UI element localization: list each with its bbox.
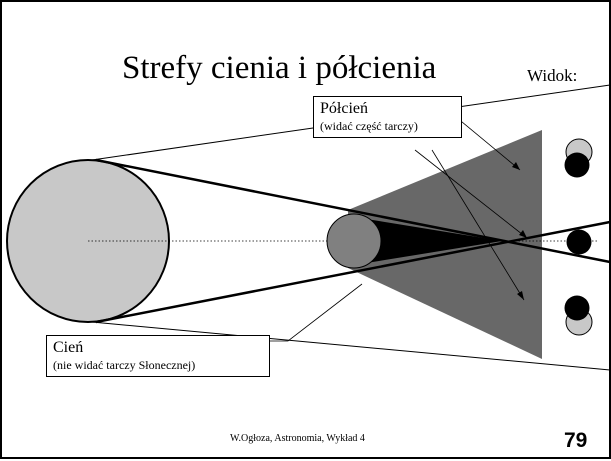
view-total-dark-disc: [566, 229, 592, 255]
penumbra-callout: Półcień (widać część tarczy): [313, 96, 462, 138]
view-label: Widok:: [527, 66, 578, 85]
umbra-note: (nie widać tarczy Słonecznej): [53, 357, 196, 372]
umbra-callout: Cień (nie widać tarczy Słonecznej): [46, 335, 270, 377]
view-partial-top: [564, 138, 593, 178]
penumbra-label: Półcień: [320, 100, 368, 117]
view-total: [566, 229, 592, 255]
pointer-umbra: [260, 283, 363, 342]
pointer-penumbra-3-head: [517, 291, 524, 300]
moon-disc: [326, 213, 382, 269]
pointer-penumbra-1-head: [512, 162, 520, 170]
view-partial-bottom-dark-disc: [564, 295, 590, 321]
footer-credit: W.Ogłoza, Astronomia, Wykład 4: [230, 433, 365, 444]
outer-ray-top: [95, 158, 611, 264]
view-partial-bottom: [564, 295, 593, 336]
umbra-label: Cień: [53, 339, 84, 356]
penumbra-note: (widać część tarczy): [320, 118, 418, 133]
pointer-penumbra-2: [414, 149, 528, 239]
page-number: 79: [564, 429, 588, 452]
pointer-penumbra-2-head: [519, 230, 527, 238]
slide-title: Strefy cienia i półcienia: [122, 50, 437, 86]
outer-ray-bottom: [95, 220, 611, 324]
inner-ray-bottom: [91, 321, 611, 371]
view-partial-top-dark-disc: [564, 152, 590, 178]
pointer-penumbra-3: [431, 149, 525, 301]
